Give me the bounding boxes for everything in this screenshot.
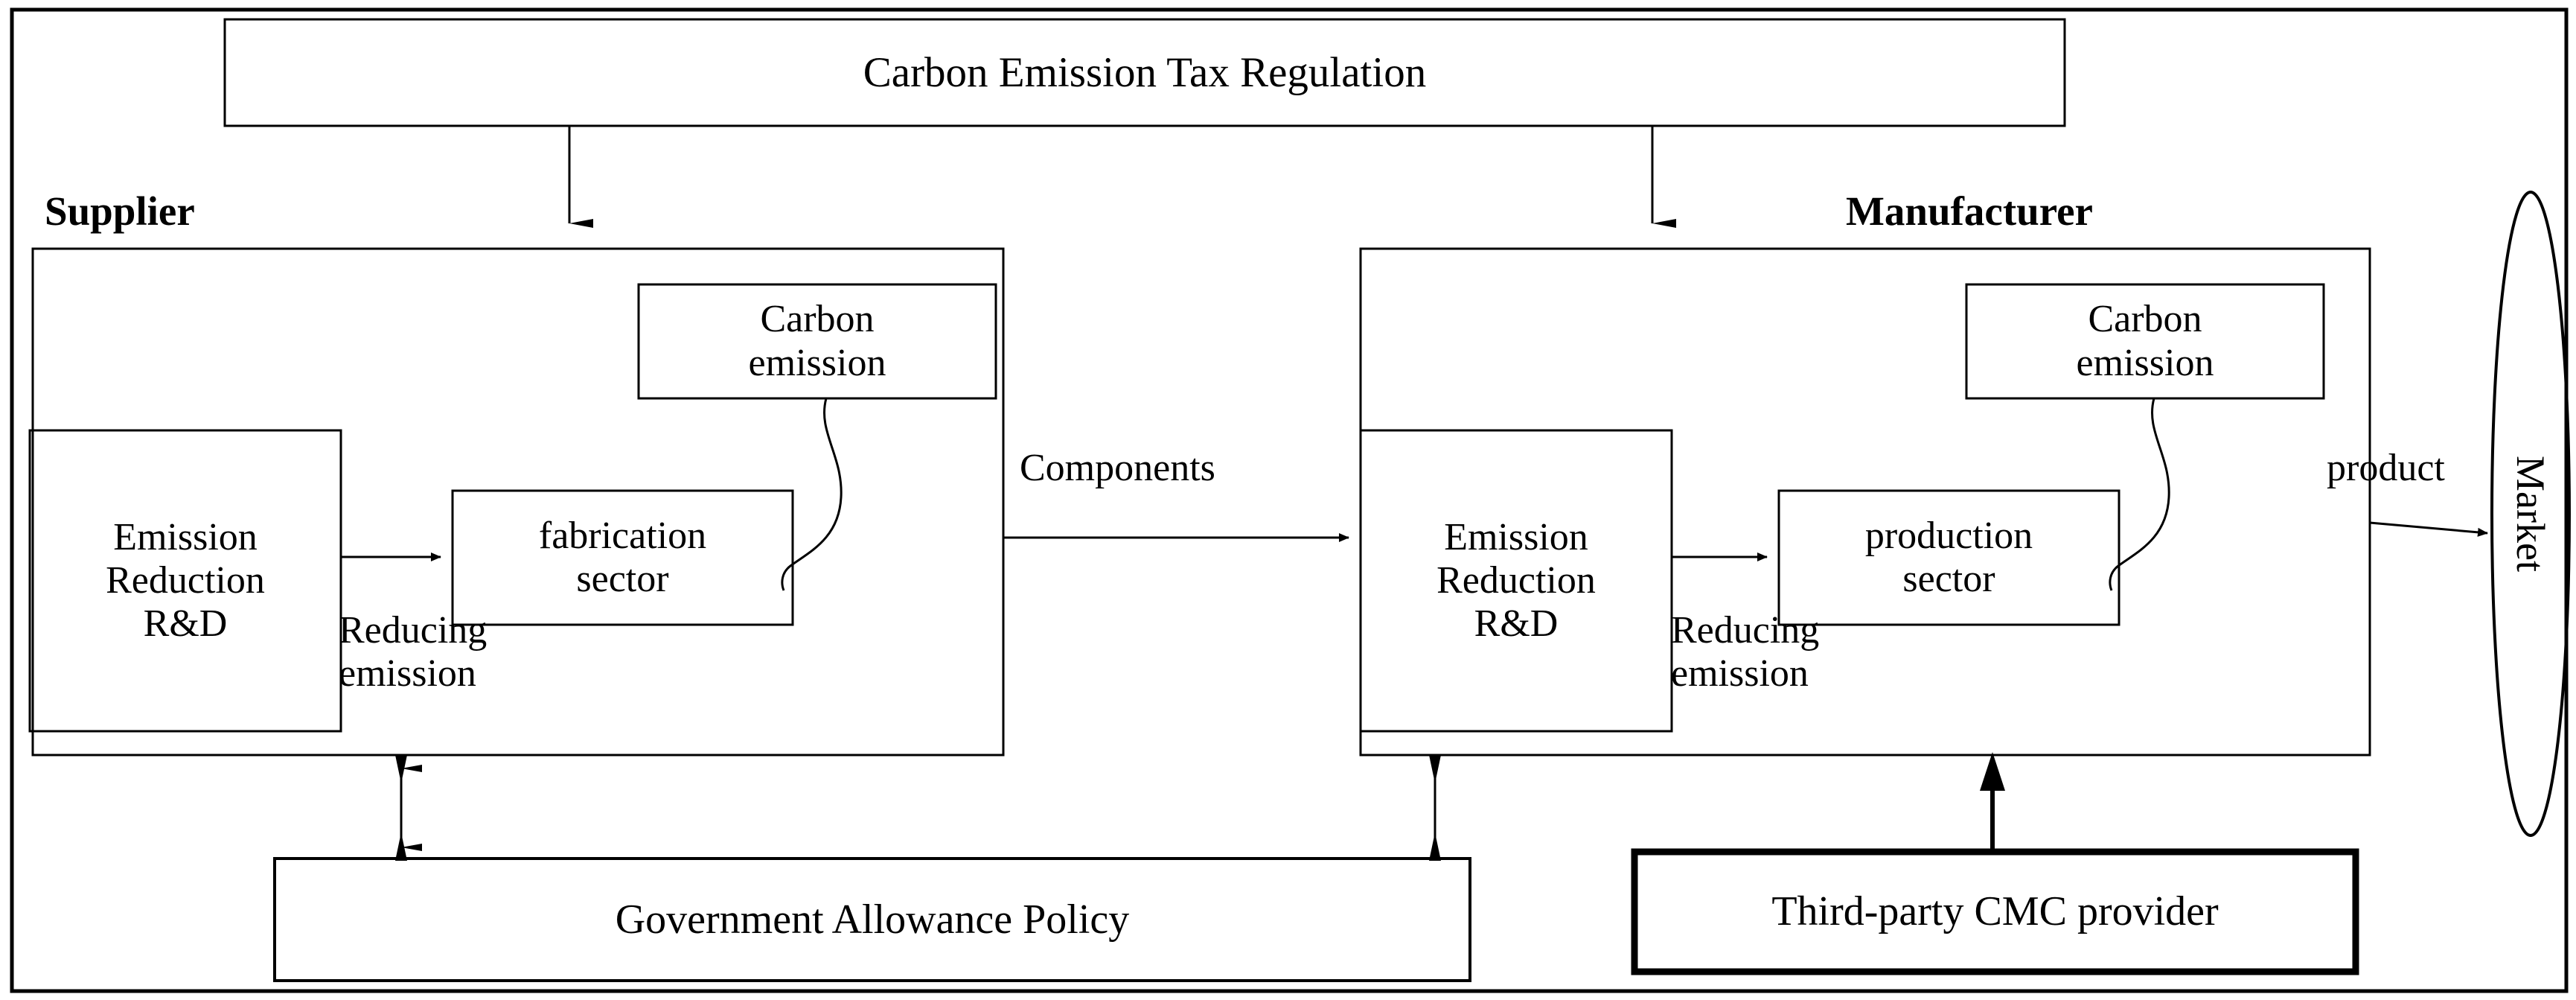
- arrow-product-to-market: [2369, 521, 2488, 537]
- supplier-carbon-box-outline: [637, 283, 997, 400]
- supplier-reducing-emission-label: Reducing emission: [339, 609, 488, 695]
- squiggle-manufacturer-carbon-to-sector: [2109, 398, 2170, 591]
- supplier-sector-box-outline: [451, 489, 794, 626]
- carbon-tax-box-outline: [223, 18, 2066, 127]
- market-label-wrapper: Market: [2478, 320, 2576, 707]
- supplier-sector-box-label: fabrication sector: [538, 514, 707, 600]
- manufacturer-carbon-box-outline: [1965, 283, 2325, 400]
- components-flow-label: Components: [1020, 447, 1215, 489]
- market-label: Market: [2508, 456, 2554, 572]
- arrow-cmc-to-manufacturer: [1980, 752, 2005, 852]
- manufacturer-title: Manufacturer: [1846, 188, 2093, 234]
- government-policy-box-label: Government Allowance Policy: [615, 896, 1130, 943]
- supplier-rnd-box-outline: [28, 429, 342, 733]
- squiggle-supplier-carbon-to-sector: [781, 398, 843, 591]
- arrow-manufacturer-government-bidirectional: [1429, 755, 1441, 861]
- government-policy-box-outline: [273, 857, 1471, 982]
- manufacturer-rnd-box-outline: [1359, 429, 1673, 733]
- manufacturer-reducing-emission-label: Reducing emission: [1671, 609, 1820, 695]
- manufacturer-sector-box-label: production sector: [1864, 514, 2033, 600]
- arrow-supplier-government-bidirectional: [395, 755, 422, 861]
- carbon-tax-box-label: Carbon Emission Tax Regulation: [863, 48, 1427, 96]
- page-border: [10, 7, 2569, 993]
- supplier-carbon-box-label: Carbon emission: [748, 298, 886, 384]
- manufacturer-sector-box-outline: [1777, 489, 2120, 626]
- supplier-title: Supplier: [45, 188, 195, 234]
- supplier-container-outline: [31, 247, 1005, 757]
- manufacturer-carbon-box-label: Carbon emission: [2076, 298, 2214, 384]
- market-ellipse-outline: [2490, 191, 2571, 837]
- cmc-provider-box-outline: [1631, 848, 2359, 975]
- cmc-provider-box-label: Third-party CMC provider: [1771, 888, 2219, 935]
- product-flow-label: product: [2327, 447, 2445, 489]
- supplier-rnd-box-label: Emission Reduction R&D: [106, 515, 265, 646]
- manufacturer-rnd-box-label: Emission Reduction R&D: [1436, 515, 1596, 646]
